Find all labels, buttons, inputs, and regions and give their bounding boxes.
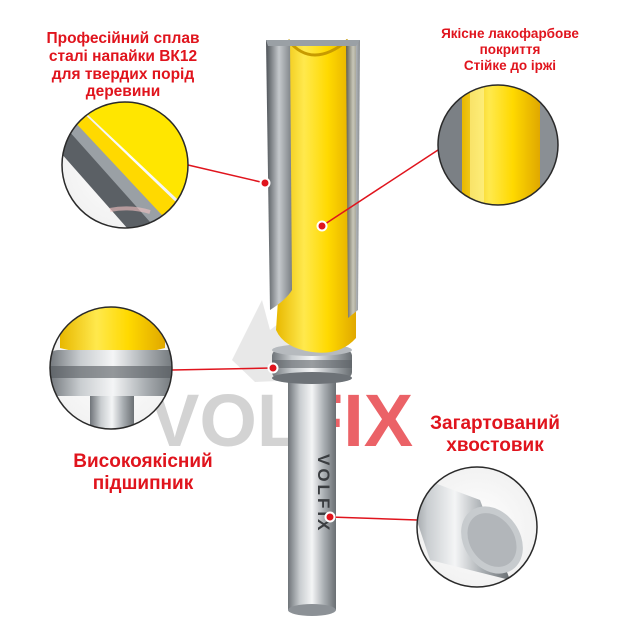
- label-line: для твердих порід: [51, 65, 195, 83]
- zoom-circle-carbide: [61, 101, 189, 229]
- label-line: Загартований: [430, 413, 560, 434]
- label-line: підшипник: [92, 472, 194, 494]
- watermark-vol: VOL: [150, 379, 302, 462]
- label-line: Високоякісний: [73, 451, 213, 472]
- label-shank: Загартований хвостовик: [395, 413, 595, 457]
- zoom-circle-shank: [416, 466, 538, 588]
- label-line: Якісне лакофарбове: [441, 26, 579, 41]
- label-carbide-alloy: Професійний сплав сталі напайки ВК12 для…: [8, 30, 238, 101]
- cutter-body: [276, 40, 356, 353]
- label-line: хвостовик: [446, 434, 544, 456]
- shank: [288, 378, 336, 610]
- label-line: Професійний сплав: [46, 30, 200, 47]
- label-line: сталі напайки ВК12: [48, 47, 198, 65]
- callout-dots: [259, 177, 336, 523]
- carbide-blade: [266, 40, 292, 310]
- label-bearing: Високоякісний підшипник: [28, 451, 258, 495]
- label-line: покриття: [479, 42, 541, 58]
- label-coating: Якісне лакофарбове покриття Стійке до ір…: [398, 26, 622, 75]
- callout-lines: [171, 149, 439, 521]
- zoom-circle-bearing: [49, 306, 173, 430]
- zoom-circle-coating: [437, 84, 559, 206]
- label-line: деревини: [85, 83, 161, 101]
- router-bit: VOLFIX: [266, 38, 360, 616]
- label-line: Стійке до іржі: [463, 58, 557, 74]
